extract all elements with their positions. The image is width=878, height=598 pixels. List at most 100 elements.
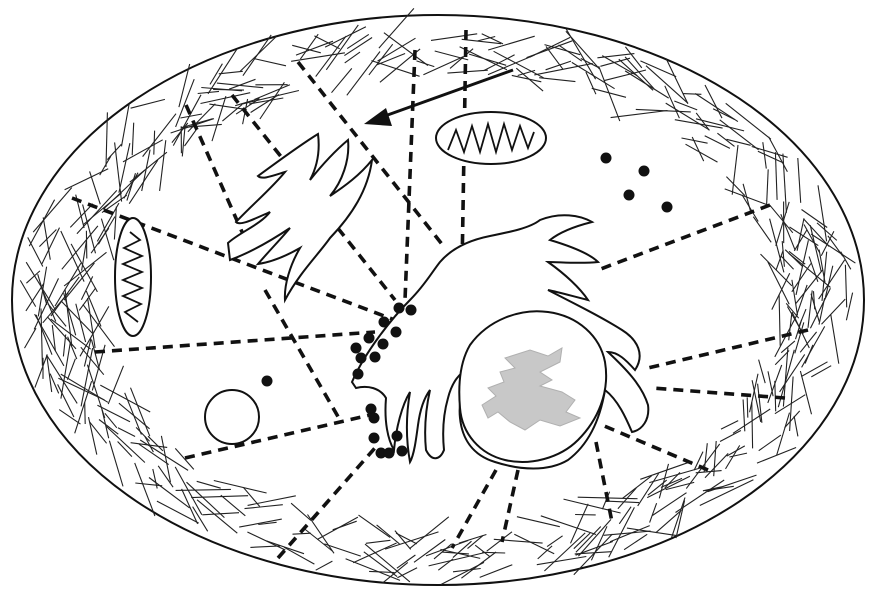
- fiber: [37, 274, 48, 306]
- fiber: [395, 532, 418, 545]
- fiber: [788, 250, 806, 265]
- fiber: [799, 370, 813, 415]
- fiber: [624, 70, 669, 99]
- fiber: [113, 206, 117, 240]
- fiber: [434, 50, 469, 61]
- fiber: [782, 153, 787, 213]
- fiber: [363, 551, 398, 578]
- fiber: [804, 344, 814, 364]
- fiber: [797, 157, 802, 203]
- fiber: [130, 98, 166, 109]
- fiber: [781, 241, 785, 267]
- fiber: [493, 50, 544, 79]
- fiber: [617, 487, 637, 510]
- fiber: [798, 308, 807, 327]
- strand: [263, 289, 342, 421]
- granule: [393, 302, 405, 314]
- fiber: [82, 304, 115, 348]
- fiber: [665, 58, 689, 104]
- fiber: [377, 37, 416, 62]
- fiber: [254, 58, 287, 67]
- strand: [597, 203, 771, 272]
- fiber: [250, 545, 281, 548]
- fiber: [762, 142, 767, 169]
- fiber: [100, 218, 115, 261]
- fiber: [845, 292, 854, 321]
- fiber: [817, 185, 828, 242]
- granule: [600, 152, 612, 164]
- fiber: [283, 546, 315, 565]
- fiber: [46, 316, 77, 350]
- fiber: [117, 427, 136, 437]
- fiber: [751, 145, 788, 158]
- fiber: [197, 90, 220, 95]
- fiber: [428, 552, 485, 567]
- fiber: [758, 434, 782, 452]
- strand: [647, 328, 809, 370]
- fiber: [487, 54, 535, 76]
- fiber: [409, 516, 450, 550]
- fiber: [774, 350, 790, 366]
- fiber: [452, 540, 472, 559]
- fiber: [452, 567, 481, 573]
- arrow: [364, 68, 514, 126]
- fiber: [645, 65, 689, 104]
- fiber: [315, 560, 333, 571]
- fiber: [105, 425, 146, 463]
- strand: [94, 330, 376, 354]
- strand: [651, 386, 786, 400]
- fiber: [259, 81, 285, 120]
- fiber: [184, 127, 199, 147]
- granule: [661, 201, 673, 213]
- fiber: [664, 85, 680, 119]
- fiber: [665, 481, 695, 491]
- fiber: [729, 452, 748, 458]
- mitochondrion-top: [435, 111, 547, 165]
- fiber: [331, 68, 353, 94]
- fiber: [192, 506, 209, 532]
- fiber: [726, 138, 751, 146]
- granule: [391, 430, 403, 442]
- fiber: [25, 283, 45, 312]
- fiber: [247, 531, 286, 551]
- fiber: [191, 495, 249, 499]
- granule: [390, 326, 402, 338]
- fiber: [90, 339, 101, 370]
- fiber: [90, 227, 110, 254]
- strand: [601, 423, 709, 472]
- fiber: [803, 218, 830, 247]
- fiber: [818, 249, 826, 283]
- fiber: [459, 46, 508, 71]
- fiber: [769, 218, 785, 273]
- fiber: [623, 533, 648, 551]
- granule: [383, 447, 395, 459]
- fiber: [170, 118, 215, 134]
- fiber: [413, 539, 446, 563]
- fiber: [26, 270, 41, 284]
- fiber: [461, 38, 502, 45]
- fiber: [816, 222, 838, 241]
- fiber: [118, 142, 131, 193]
- fiber: [610, 109, 668, 119]
- fiber: [791, 263, 812, 293]
- dense-granules: [261, 152, 673, 459]
- fiber: [352, 542, 397, 564]
- fiber: [477, 35, 496, 42]
- fiber: [175, 79, 195, 128]
- fiber: [187, 103, 216, 133]
- fiber: [423, 56, 464, 76]
- fiber: [172, 94, 202, 146]
- fiber: [384, 531, 439, 550]
- fiber: [139, 439, 189, 471]
- fiber: [123, 172, 139, 199]
- fiber: [84, 402, 86, 425]
- fiber: [795, 269, 823, 304]
- fiber: [766, 169, 769, 206]
- fiber: [539, 77, 576, 83]
- fiber: [292, 44, 321, 54]
- fiber: [105, 112, 108, 167]
- fiber: [624, 46, 643, 69]
- fiber: [725, 102, 772, 140]
- cortical-fibers: [19, 8, 856, 585]
- fiber: [114, 142, 123, 202]
